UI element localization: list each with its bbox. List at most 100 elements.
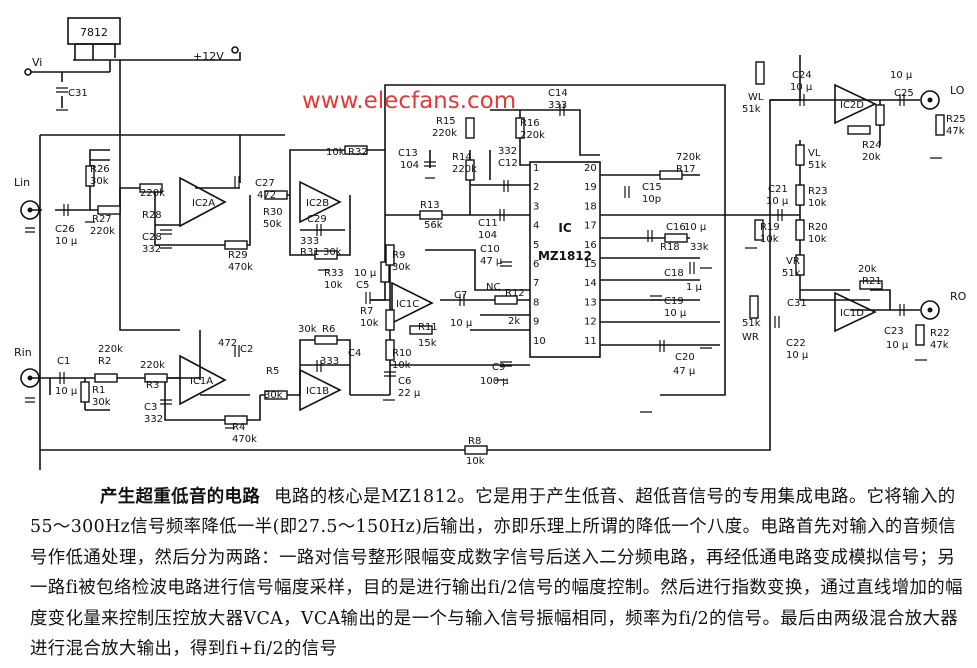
rin-label: Rin <box>14 346 32 359</box>
label-c20v: 47 μ <box>673 366 696 377</box>
label-r22v: 47k <box>930 340 949 351</box>
label-wr: WR <box>742 332 759 343</box>
label-c13: C13 <box>398 148 418 159</box>
label-r11: R11 <box>418 322 438 333</box>
regulator-7812: 7812 <box>67 17 121 45</box>
label-r21: R21 <box>862 276 882 287</box>
label-r3v: 220k <box>140 360 165 371</box>
label-c7: C7 <box>454 290 467 301</box>
label-vr: VR <box>786 256 800 267</box>
vi-label: Vi <box>32 56 42 69</box>
label-r19: R19 <box>760 222 780 233</box>
label-r14: R14 <box>452 152 472 163</box>
label-r31: R31 <box>300 247 320 258</box>
grounds <box>25 109 942 429</box>
opamps <box>179 83 877 412</box>
label-c10v: 47 μ <box>480 256 503 267</box>
label-r15: R15 <box>436 116 456 127</box>
label-vlv: 51k <box>808 160 827 171</box>
label-r8: R8 <box>468 436 481 447</box>
label-r25v: 47k <box>946 126 965 137</box>
label-c22v: 10 μ <box>786 350 809 361</box>
lin-label: Lin <box>14 176 30 189</box>
label-c5v: 10 μ <box>354 268 377 279</box>
label-r32: R32 <box>348 147 368 158</box>
label-r31v: 30k <box>323 247 342 258</box>
label-r27v: 220k <box>90 226 115 237</box>
label-r2v: 220k <box>98 344 123 355</box>
label-r6: R6 <box>322 324 335 335</box>
label-r26: R26 <box>90 164 110 175</box>
label-r17: R17 <box>676 164 696 175</box>
label-c12v: 332 <box>498 146 517 157</box>
label-c26v: 10 μ <box>55 236 78 247</box>
ic-pin-left: 1 <box>533 163 539 174</box>
label-c4v: 333 <box>320 356 339 367</box>
label-r1: R1 <box>92 385 105 396</box>
label-r18v: 33k <box>690 242 709 253</box>
label-r16: R16 <box>520 118 540 129</box>
label-c25v: 10 μ <box>890 70 913 81</box>
label-r13: R13 <box>420 200 440 211</box>
label-c29: C29 <box>307 214 327 225</box>
label-r10: R10 <box>392 348 412 359</box>
label-c26: C26 <box>55 224 75 235</box>
ic-pin-left: 4 <box>533 221 539 232</box>
label-c28: C28 <box>142 232 162 243</box>
label-c15v: 10p <box>642 194 661 205</box>
label-r7: R7 <box>360 306 373 317</box>
ic-pin-left: 9 <box>533 317 539 328</box>
label-r33: R33 <box>324 268 344 279</box>
label-r23: R23 <box>808 186 828 197</box>
lo-label: LO <box>950 84 965 97</box>
label-c16v: 10 μ <box>684 222 707 233</box>
label-c4: C4 <box>348 348 361 359</box>
label-wlv: 51k <box>742 104 761 115</box>
label-r33v: 10k <box>324 280 343 291</box>
label-r6v: 30k <box>298 324 317 335</box>
ic-pin-right: 12 <box>584 317 597 328</box>
label-r20: R20 <box>808 222 828 233</box>
label-c12: C12 <box>498 158 518 169</box>
ic-pin-left: 8 <box>533 297 539 308</box>
label-r20v: 10k <box>808 234 827 245</box>
ic-pin-left: 6 <box>533 259 539 270</box>
label-c23v: 10 μ <box>886 340 909 351</box>
opamp-ic1d: IC1D <box>840 308 864 319</box>
label-r22: R22 <box>930 328 950 339</box>
label-r29v: 470k <box>228 262 253 273</box>
label-c16: C16 <box>666 222 686 233</box>
label-c13v: 104 <box>400 160 419 171</box>
opamp-ic1a: IC1A <box>190 376 213 387</box>
label-r7v: 10k <box>360 318 379 329</box>
label-r29: R29 <box>228 250 248 261</box>
label-wrv: 51k <box>742 318 761 329</box>
ic-part: MZ1812 <box>538 249 592 263</box>
opamp-ic1b: IC1B <box>306 386 329 397</box>
label-r14v: 220k <box>452 164 477 175</box>
caption: 产生超重低音的电路电路的核心是MZ1812。它是用于产生低音、超低音信号的专用集… <box>30 482 968 664</box>
label-c23: C23 <box>884 326 904 337</box>
label-c27: C27 <box>255 178 275 189</box>
ic-pin-right: 13 <box>584 297 597 308</box>
label-r24v: 20k <box>862 152 881 163</box>
opamp-labels: IC2A IC2B IC1A IC1B IC1C IC2D IC1D <box>190 100 864 397</box>
label-c11: C11 <box>478 218 498 229</box>
label-r4v: 470k <box>232 434 257 445</box>
label-r15v: 220k <box>432 128 457 139</box>
ic-pin-right: 20 <box>584 163 597 174</box>
label-c6v: 22 μ <box>398 388 421 399</box>
label-c1v: 10 μ <box>55 386 78 397</box>
opamp-ic1c: IC1C <box>396 299 419 310</box>
label-c21: C21 <box>768 184 788 195</box>
ic-pin-right: 17 <box>584 221 597 232</box>
label-c5: C5 <box>356 280 369 291</box>
label-r3: R3 <box>146 380 159 391</box>
label-c31r: C31 <box>787 298 807 309</box>
label-wl: WL <box>748 92 764 103</box>
label-r30: R30 <box>263 207 283 218</box>
ic-pin-right: 11 <box>584 336 597 347</box>
opamp-ic2a: IC2A <box>192 198 215 209</box>
